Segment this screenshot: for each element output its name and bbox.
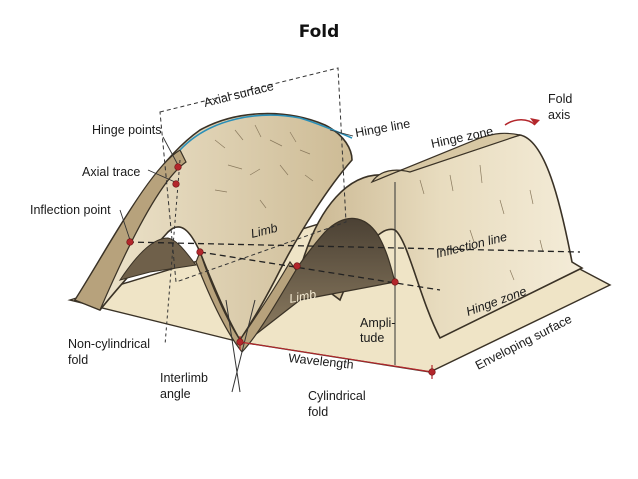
- label-limb-lower: Limb: [288, 287, 317, 306]
- hinge-point-marker: [174, 163, 182, 171]
- left-fold-surface: [73, 112, 353, 342]
- inflection-line: [127, 241, 581, 253]
- label-non-cylindrical-2: fold: [68, 353, 88, 367]
- inflection-point-marker-4: [391, 278, 399, 286]
- interlimb-line-a: [225, 299, 241, 393]
- label-axial-surface: Axial surface: [202, 79, 275, 110]
- label-hinge-points: Hinge points: [92, 123, 162, 137]
- axial-surface-plane: [159, 67, 347, 283]
- label-hinge-line: Hinge line: [354, 117, 411, 140]
- left-inner-fold: [118, 237, 197, 281]
- label-wavelength: Wavelength: [288, 351, 355, 372]
- hinge-line: [179, 114, 353, 151]
- fold-axis-arrowhead: [530, 118, 540, 125]
- wavelength-bar: [239, 341, 433, 373]
- syncline-section: [195, 250, 297, 353]
- right-hinge-band: [370, 132, 523, 184]
- inflection-point-marker-2: [196, 248, 204, 256]
- point-markers: [126, 163, 436, 376]
- trough-marker: [236, 338, 244, 346]
- label-non-cylindrical-1: Non-cylindrical: [68, 337, 150, 351]
- page-title: Fold: [298, 22, 340, 42]
- inflection-line-2: [199, 251, 441, 291]
- label-amplitude-2: tude: [360, 331, 384, 345]
- leader-lines: [119, 129, 354, 241]
- right-fold-surface: [299, 134, 584, 340]
- axial-trace-line: [164, 159, 181, 346]
- fold-axis-arrow: [504, 119, 536, 126]
- label-fold-axis-1: Fold: [548, 92, 572, 106]
- label-axial-trace: Axial trace: [82, 165, 140, 179]
- label-amplitude-1: Ampli-: [360, 316, 395, 330]
- inflection-point-marker-3: [293, 262, 301, 270]
- label-interlimb-1: Interlimb: [160, 371, 208, 385]
- interlimb-line-b: [231, 299, 256, 393]
- axial-trace-marker: [172, 180, 180, 188]
- surface-texture: [214, 124, 544, 281]
- label-fold-axis-2: axis: [548, 108, 570, 122]
- wavelength-end-marker: [428, 368, 436, 376]
- label-limb-upper: Limb: [249, 221, 279, 241]
- left-fold-section: [74, 149, 187, 311]
- label-interlimb-2: angle: [160, 387, 191, 401]
- label-inflection-point: Inflection point: [30, 203, 111, 217]
- label-cylindrical-2: fold: [308, 405, 328, 419]
- inflection-point-marker: [126, 238, 134, 246]
- label-cylindrical-1: Cylindrical: [308, 389, 366, 403]
